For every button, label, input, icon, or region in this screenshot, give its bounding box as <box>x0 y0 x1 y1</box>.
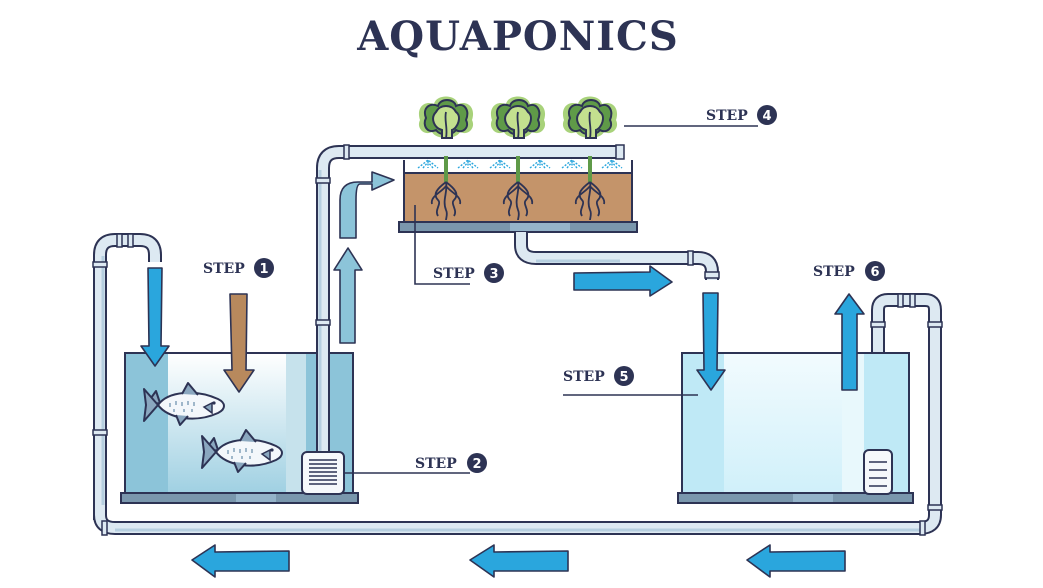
step-label-4: STEP 4 <box>706 105 777 125</box>
spray-icon <box>417 159 439 169</box>
drain-pipe <box>514 232 720 280</box>
return-pump-icon <box>863 449 893 495</box>
pump-icon <box>301 451 345 495</box>
lettuce-plant-icon <box>417 95 475 139</box>
return-pipe-left <box>92 233 162 520</box>
arrow-right-icon <box>573 265 673 297</box>
lettuce-plant-icon <box>489 95 547 139</box>
step-label-2: STEP 2 <box>415 453 487 473</box>
svg-text:2: 2 <box>472 457 481 472</box>
step-label-5: STEP 5 <box>563 366 634 386</box>
step-label-3: STEP 3 <box>433 263 504 283</box>
step-label-6: STEP 6 <box>813 261 885 281</box>
svg-text:5: 5 <box>619 370 628 385</box>
arrow-up-icon <box>834 293 865 391</box>
svg-text:4: 4 <box>762 109 771 124</box>
arrow-left-icon <box>746 544 846 578</box>
arrow-down-icon <box>696 292 726 391</box>
spray-icon <box>457 159 479 169</box>
svg-text:STEP: STEP <box>813 264 855 280</box>
curved-arrow-icon <box>339 171 395 239</box>
flow-arrows <box>140 171 865 578</box>
svg-text:STEP: STEP <box>706 108 748 124</box>
arrow-up-icon <box>333 247 363 344</box>
svg-text:6: 6 <box>870 265 879 280</box>
spray-icon <box>529 159 551 169</box>
arrow-left-icon <box>191 544 290 578</box>
svg-text:1: 1 <box>259 262 268 277</box>
bottom-return-pipe <box>93 293 943 536</box>
lettuce-plant-icon <box>561 95 619 139</box>
arrow-left-icon <box>469 544 569 578</box>
spray-icon <box>489 159 511 169</box>
step-label-1: STEP 1 <box>203 258 274 278</box>
spray-icon <box>601 159 623 169</box>
svg-text:STEP: STEP <box>433 266 475 282</box>
arrow-down-icon <box>140 267 170 367</box>
svg-text:STEP: STEP <box>415 456 457 472</box>
diagram-title: AQUAPONICS <box>356 13 678 60</box>
svg-text:STEP: STEP <box>203 261 245 277</box>
spray-icon <box>561 159 583 169</box>
svg-text:STEP: STEP <box>563 369 605 385</box>
feed-arrow-down-icon <box>223 293 255 393</box>
pump-pipe <box>315 144 625 455</box>
leader-lines <box>344 125 758 474</box>
svg-text:3: 3 <box>489 267 498 282</box>
